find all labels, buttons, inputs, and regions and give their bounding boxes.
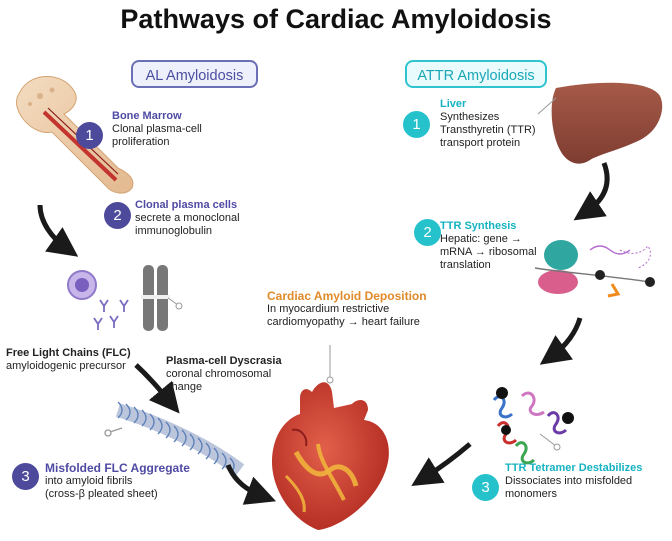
dyscrasia-line1: coronal chromosomal (166, 368, 272, 380)
bone-icon (16, 75, 134, 194)
plasma-cell-icon (67, 270, 97, 300)
ttr-monomer-icon (492, 387, 574, 465)
al-step2-title: Clonal plasma cells (135, 199, 238, 211)
attr-step1-line1: Synthesizes (440, 111, 500, 123)
attr-step1-line3: transport protein (440, 137, 521, 149)
deposition-line2: cardiomyopathy → heart failure (267, 316, 420, 328)
flc-title: Free Light Chains (FLC) (6, 347, 131, 359)
attr-step3-line1: Dissociates into misfolded (505, 475, 633, 487)
al-step1-number: 1 (76, 122, 103, 149)
attr-step1-line2: Transthyretin (TTR) (440, 124, 536, 136)
al-step1-line1: Clonal plasma-cell (112, 123, 202, 135)
amyloid-fibril-icon (104, 401, 245, 476)
attr-step1-title: Liver (440, 98, 467, 110)
al-step3-line2: (cross-β pleated sheet) (45, 488, 158, 500)
ribosome-icon (534, 240, 655, 298)
attr-amyloidosis-header: ATTR Amyloidosis (405, 60, 547, 88)
attr-step3-number: 3 (472, 474, 499, 501)
attr-step2-label: TTR Synthesis Hepatic: gene → mRNA → rib… (440, 220, 550, 272)
attr-step3-title: TTR Tetramer Destabilizes (505, 462, 643, 474)
heart-icon (272, 345, 389, 530)
al-step2-line2: immunoglobulin (135, 225, 213, 237)
attr-step2-title: TTR Synthesis (440, 220, 517, 232)
page-title: Pathways of Cardiac Amyloidosis (120, 4, 552, 34)
attr-step3-label: TTR Tetramer Destabilizes Dissociates in… (505, 462, 670, 501)
al-amyloidosis-header: AL Amyloidosis (131, 60, 258, 88)
deposition-title: Cardiac Amyloid Deposition (267, 289, 427, 303)
attr-step1-number: 1 (403, 111, 430, 138)
liver-icon (537, 82, 663, 164)
al-step1-line2: proliferation (112, 136, 170, 148)
al-step2-line1: secrete a monoclonal (135, 212, 240, 224)
attr-step2-line3: translation (440, 259, 491, 271)
attr-step2-line1: Hepatic: gene → (440, 233, 522, 245)
chromosome-icon (141, 265, 183, 331)
dyscrasia-title: Plasma-cell Dyscrasia (166, 355, 282, 367)
al-step3-line1: into amyloid fibrils (45, 475, 133, 487)
dyscrasia-line2: change (166, 381, 203, 393)
flc-label: Free Light Chains (FLC) amyloidogenic pr… (6, 347, 146, 373)
attr-step2-number: 2 (414, 219, 441, 246)
attr-step1-label: Liver Synthesizes Transthyretin (TTR) tr… (440, 98, 550, 150)
al-step2-label: Clonal plasma cells secrete a monoclonal… (135, 199, 275, 238)
al-step3-number: 3 (12, 463, 39, 490)
attr-step3-line2: monomers (505, 488, 557, 500)
flc-line1: amyloidogenic precursor (6, 360, 126, 372)
al-step3-label: Misfolded FLC Aggregate into amyloid fib… (45, 462, 215, 501)
al-step1-title: Bone Marrow (112, 110, 182, 122)
free-light-chain-icon (93, 299, 129, 330)
deposition-line1: In myocardium restrictive (267, 303, 390, 315)
flow-arrows (37, 162, 610, 505)
dyscrasia-label: Plasma-cell Dyscrasia coronal chromosoma… (166, 355, 286, 394)
al-step1-label: Bone Marrow Clonal plasma-cell prolifera… (112, 110, 232, 149)
al-step2-number: 2 (104, 202, 131, 229)
deposition-label: Cardiac Amyloid Deposition In myocardium… (267, 290, 437, 329)
attr-step2-line2: mRNA → ribosomal (440, 246, 537, 258)
al-step3-title: Misfolded FLC Aggregate (45, 461, 190, 475)
